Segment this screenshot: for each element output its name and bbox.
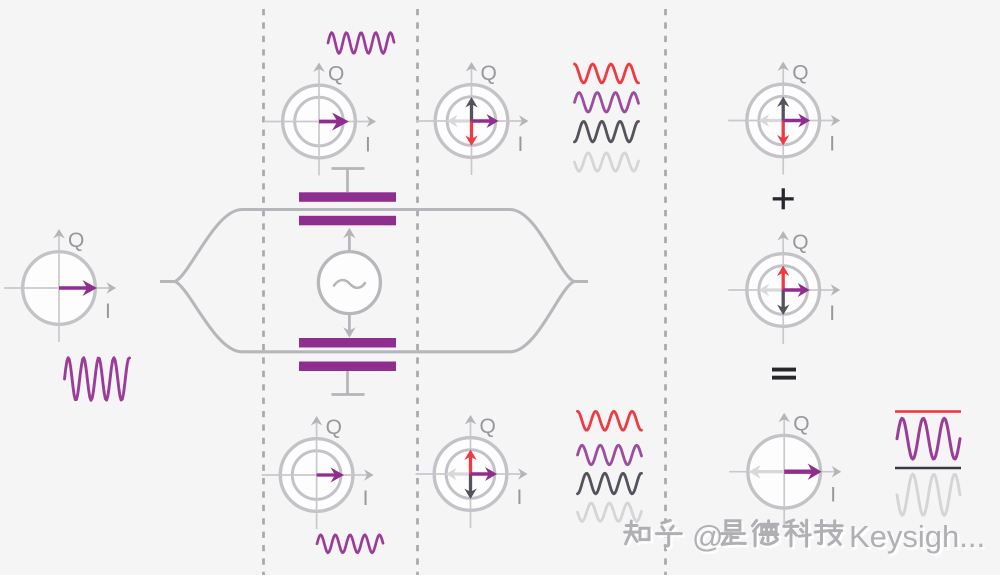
svg-text:I: I [363, 487, 369, 510]
svg-text:I: I [830, 484, 836, 507]
svg-text:@: @ [694, 521, 725, 556]
svg-text:Q: Q [792, 231, 808, 254]
svg-text:Q: Q [792, 62, 808, 85]
svg-text:Q: Q [328, 63, 344, 86]
svg-text:I: I [105, 300, 111, 323]
svg-text:I: I [365, 134, 371, 157]
svg-text:Q: Q [480, 415, 496, 438]
svg-text:I: I [518, 133, 524, 156]
svg-text:Q: Q [793, 413, 809, 436]
svg-text:@: @ [692, 519, 723, 554]
svg-text:Q: Q [481, 62, 497, 85]
svg-text:Q: Q [68, 229, 84, 252]
svg-text:I: I [829, 302, 835, 325]
svg-text:I: I [517, 486, 523, 509]
svg-text:I: I [829, 133, 835, 156]
svg-text:Q: Q [326, 416, 342, 439]
svg-text:Keysigh...: Keysigh... [851, 521, 987, 556]
svg-text:Keysigh...: Keysigh... [849, 519, 985, 554]
